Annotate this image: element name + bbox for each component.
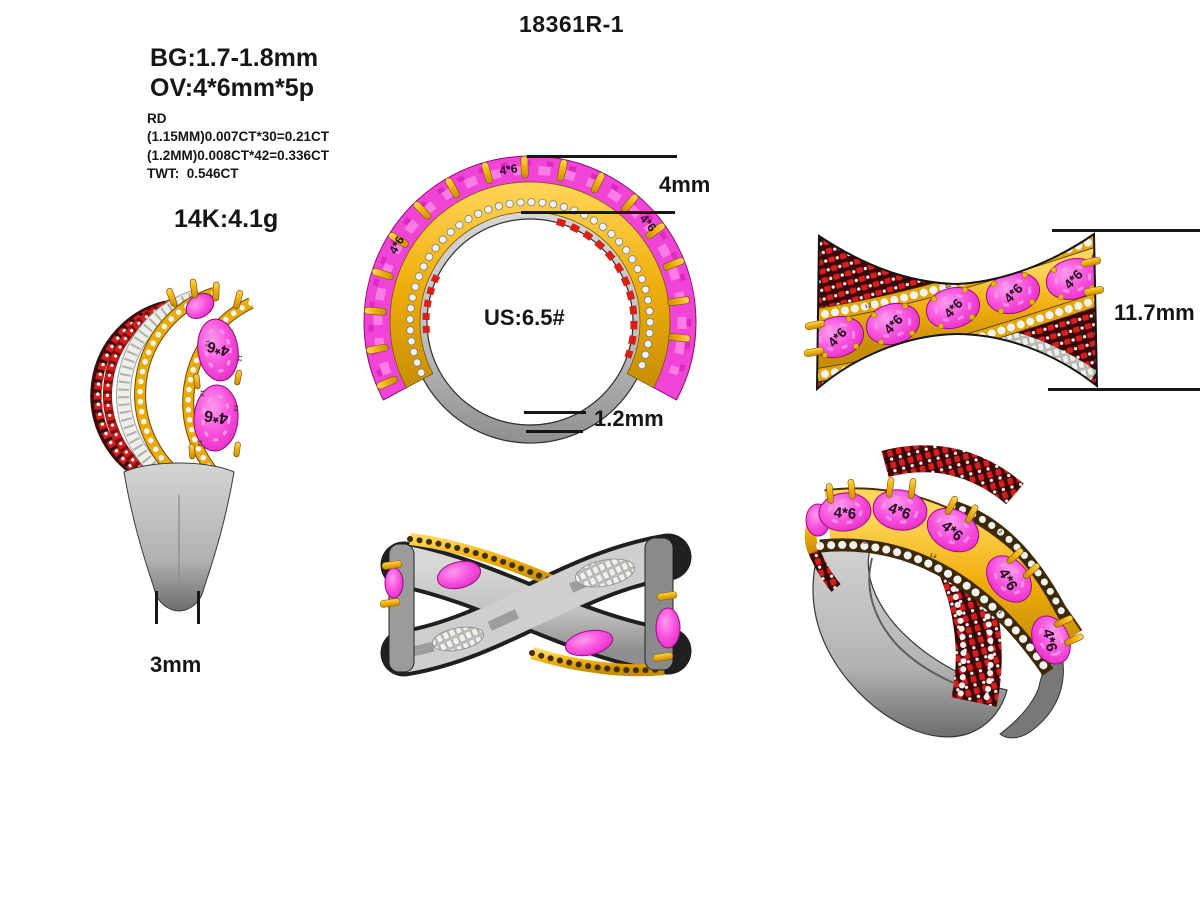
spec-oval-size: OV:4*6mm*5p [150,74,314,102]
underside-rail-top-left [407,533,555,587]
spec-metal-weight: 14K:4.1g [174,205,279,233]
dim-line-head-bottom [521,211,675,214]
dim-line-face-bottom [1048,388,1200,391]
pink-swirl-shadow [368,160,692,378]
svg-text:1.2: 1.2 [929,552,938,560]
svg-text:1.2: 1.2 [860,539,868,546]
svg-text:1.2: 1.2 [944,282,952,290]
dim-face-width: 11.7mm [1114,300,1195,325]
oval-stone-label: 4*6 [499,161,519,177]
front-crown-gold-band [389,181,671,389]
view-perspective: 4*6 4*6 4*6 [804,445,1084,739]
side-prong-pins [166,278,244,460]
underside-stone [436,560,482,590]
view-side-profile: 4*6 4*6 1.2 1.2 1.2 1.2 1.2 [90,278,254,612]
top-prong-pins [803,256,1105,357]
underside-gallery-window [575,558,635,588]
dim-tick-shank-right [197,591,200,624]
perspective-red-top-row [881,445,1024,505]
dim-tick-shank-left [155,591,158,624]
dim-line-band-top [524,411,586,414]
svg-text:1.2: 1.2 [1024,326,1032,334]
dim-head-height: 4mm [659,172,711,197]
svg-text:1.2: 1.2 [198,390,205,398]
view-top: 4*6 4*6 4*6 4*6 4*6 1.2 1.2 1.2 1.2 1.2 … [803,232,1105,392]
spec-rd-line2: (1.2MM)0.008CT*42=0.336CT [147,148,329,163]
underside-right-cap [644,537,674,671]
oval-stone-label: 4*6 [203,406,229,426]
svg-text:1.2: 1.2 [964,343,972,351]
top-view-body: 4*6 4*6 4*6 4*6 4*6 1.2 1.2 1.2 1.2 1.2 … [817,234,1097,389]
perspective-oval-stones: 4*6 4*6 4*6 [805,477,1084,665]
underside-rail-bottom-right [529,647,667,677]
dim-line-band-bottom [526,430,583,433]
svg-text:1.2: 1.2 [994,527,1003,536]
svg-text:1.2: 1.2 [204,340,210,347]
oval-stone-label: 4*6 [205,337,231,359]
svg-text:1.2: 1.2 [994,607,1003,616]
oval-stone-label: 4*6 [1039,628,1060,654]
underside-stone [384,567,404,599]
svg-text:1.2: 1.2 [196,439,203,447]
side-crown-stone-rows [90,287,254,492]
top-view-outline [815,232,1099,392]
pave-diamond-dots [406,198,654,376]
dim-line-head-top [527,155,677,158]
oval-stone-label: 4*6 [886,500,913,524]
front-prong-pins [364,155,691,390]
red-channel-left [422,271,442,334]
dim-ring-size: US:6.5# [484,305,565,330]
spec-rd-header: RD [147,111,167,126]
underside-stone [564,629,614,657]
underside-stone [655,607,681,649]
spec-total-weight: TWT: 0.546CT [147,166,239,181]
underside-prong-pins [379,560,678,662]
svg-text:1.2: 1.2 [232,404,239,412]
view-underside [379,533,692,677]
red-channel-right [555,218,638,359]
svg-text:1.2: 1.2 [864,302,872,310]
round-stone-size-labels: 1.2 1.2 1.2 1.2 1.2 [196,340,243,448]
spec-bg-size: BG:1.7-1.8mm [150,44,319,72]
dim-band-thickness: 1.2mm [594,406,664,431]
oval-stone-label: 4*6 [833,504,857,523]
dim-line-face-top [1052,229,1200,232]
svg-text:1.2: 1.2 [904,358,912,366]
spec-rd-line1: (1.15MM)0.007CT*30=0.21CT [147,129,329,144]
round-stone-size-labels: 1.2 1.2 1.2 1.2 [860,527,1004,616]
underside-gallery-window [431,626,485,652]
svg-text:1.2: 1.2 [1014,261,1022,269]
view-front: 4*6 4*6 4*6 [363,155,697,444]
svg-text:1.2: 1.2 [236,355,243,363]
dim-shank-width: 3mm [150,652,202,677]
drawing-title: 18361R-1 [519,11,625,37]
